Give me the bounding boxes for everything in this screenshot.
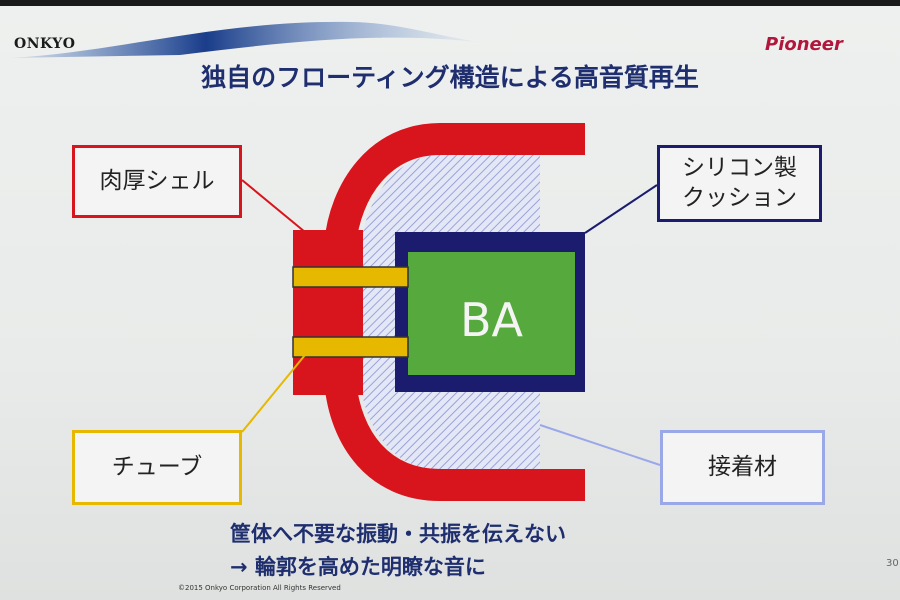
tube-leader: [241, 354, 306, 433]
page-number: 30: [886, 558, 899, 569]
cushion-label-box: シリコン製 クッション: [657, 145, 822, 222]
shell-leader: [241, 179, 306, 233]
tube-label-box: チューブ: [72, 430, 242, 505]
slide: ONKYO Pioneer 独自のフローティング構造による高音質再生 BA 肉厚…: [0, 6, 900, 600]
copyright: ©2015 Onkyo Corporation All Rights Reser…: [178, 584, 341, 592]
onkyo-logo: ONKYO: [14, 36, 76, 52]
shell-label-box: 肉厚シェル: [72, 145, 242, 218]
cushion-leader: [584, 184, 658, 234]
tube-label: チューブ: [111, 453, 203, 480]
ba-unit: [408, 252, 575, 375]
shell-block: [293, 230, 363, 395]
ba-label: BA: [459, 292, 524, 347]
slide-title: 独自のフローティング構造による高音質再生: [201, 63, 699, 92]
summary-line-1: 筐体へ不要な振動・共振を伝えない: [230, 522, 566, 546]
summary-line-2: → 輪郭を高めた明瞭な音に: [230, 555, 486, 579]
pioneer-logo: Pioneer: [765, 34, 843, 55]
cushion-label-line1: シリコン製: [682, 154, 797, 181]
tube-bottom: [292, 336, 409, 358]
adhesive-label: 接着材: [708, 453, 777, 480]
header-swoosh: [10, 21, 500, 58]
tube-top: [292, 266, 409, 288]
adhesive-leader: [539, 424, 661, 466]
shell-label: 肉厚シェル: [99, 167, 215, 194]
cushion-label-line2: クッション: [682, 184, 797, 211]
adhesive-label-box: 接着材: [660, 430, 825, 505]
